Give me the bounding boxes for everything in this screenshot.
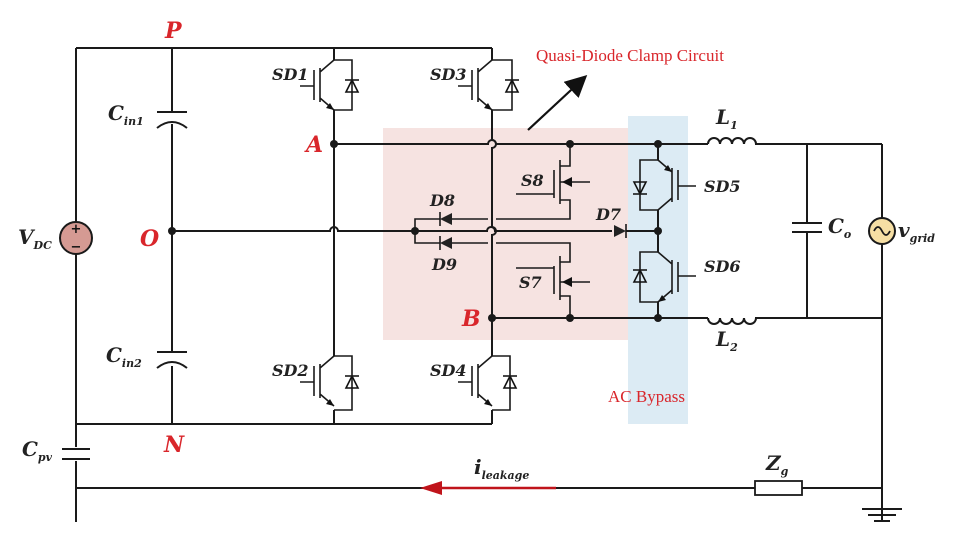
s8-mosfet: [496, 144, 590, 220]
dc-bus-wires: [75, 47, 882, 522]
sd1-igbt: [300, 59, 360, 111]
vgrid-source: [868, 217, 896, 245]
node-a-label: A: [304, 132, 323, 158]
cin1-label: Cin1: [108, 101, 144, 128]
ground-icon: [862, 508, 902, 522]
leakage-arrow: [420, 481, 556, 495]
co-capacitor: [792, 144, 822, 318]
d9-label: D9: [431, 255, 457, 274]
leakage-label: ileakage: [474, 455, 529, 482]
d7-diode: [614, 224, 658, 238]
node-b-label: B: [461, 306, 481, 332]
node-o-label: O: [140, 226, 159, 252]
s7-mosfet: [496, 242, 590, 318]
vdc-source: + −: [59, 221, 93, 255]
s8-label: S8: [521, 171, 544, 190]
clamp-pointer-arrow: [527, 75, 588, 131]
clamp-region: [383, 128, 629, 340]
bypass-annotation: AC Bypass: [608, 387, 685, 406]
clamp-annotation: Quasi-Diode Clamp Circuit: [536, 46, 724, 65]
sd3-label: SD3: [430, 65, 467, 84]
d8-diode: [414, 212, 488, 244]
d7-label: D7: [595, 205, 621, 224]
node-p-label: P: [164, 18, 183, 44]
cpv-label: Cpv: [22, 437, 53, 464]
sd3-igbt: [458, 59, 520, 111]
line-a: [334, 139, 708, 145]
sd5-label: SD5: [704, 177, 741, 196]
s7-label: S7: [519, 273, 542, 292]
co-label: Co: [828, 214, 851, 241]
cin2-label: Cin2: [106, 343, 142, 370]
sd6-igbt: [632, 251, 696, 303]
l1-inductor: [707, 137, 882, 145]
l2-label: L2: [715, 327, 738, 354]
zg-impedance: [754, 480, 803, 496]
svg-text:+: +: [71, 222, 82, 237]
sd6-label: SD6: [704, 257, 741, 276]
sd5-igbt: [632, 159, 696, 211]
cin2-capacitor: [156, 351, 188, 369]
d8-label: D8: [429, 191, 455, 210]
svg-text:−: −: [71, 240, 82, 255]
l2-inductor: [707, 317, 882, 325]
vgrid-label: vgrid: [898, 218, 935, 245]
sd2-igbt: [300, 355, 360, 411]
sd4-label: SD4: [430, 361, 467, 380]
l1-label: L1: [715, 105, 738, 132]
cpv-capacitor: [62, 447, 90, 461]
node-n-label: N: [163, 432, 185, 458]
sd4-igbt: [458, 355, 518, 411]
zg-label: Zg: [765, 451, 789, 478]
d9-diode: [439, 236, 452, 250]
cin1-capacitor: [156, 111, 188, 129]
sd1-label: SD1: [272, 65, 309, 84]
sd2-label: SD2: [272, 361, 309, 380]
vdc-label: VDC: [18, 225, 52, 252]
